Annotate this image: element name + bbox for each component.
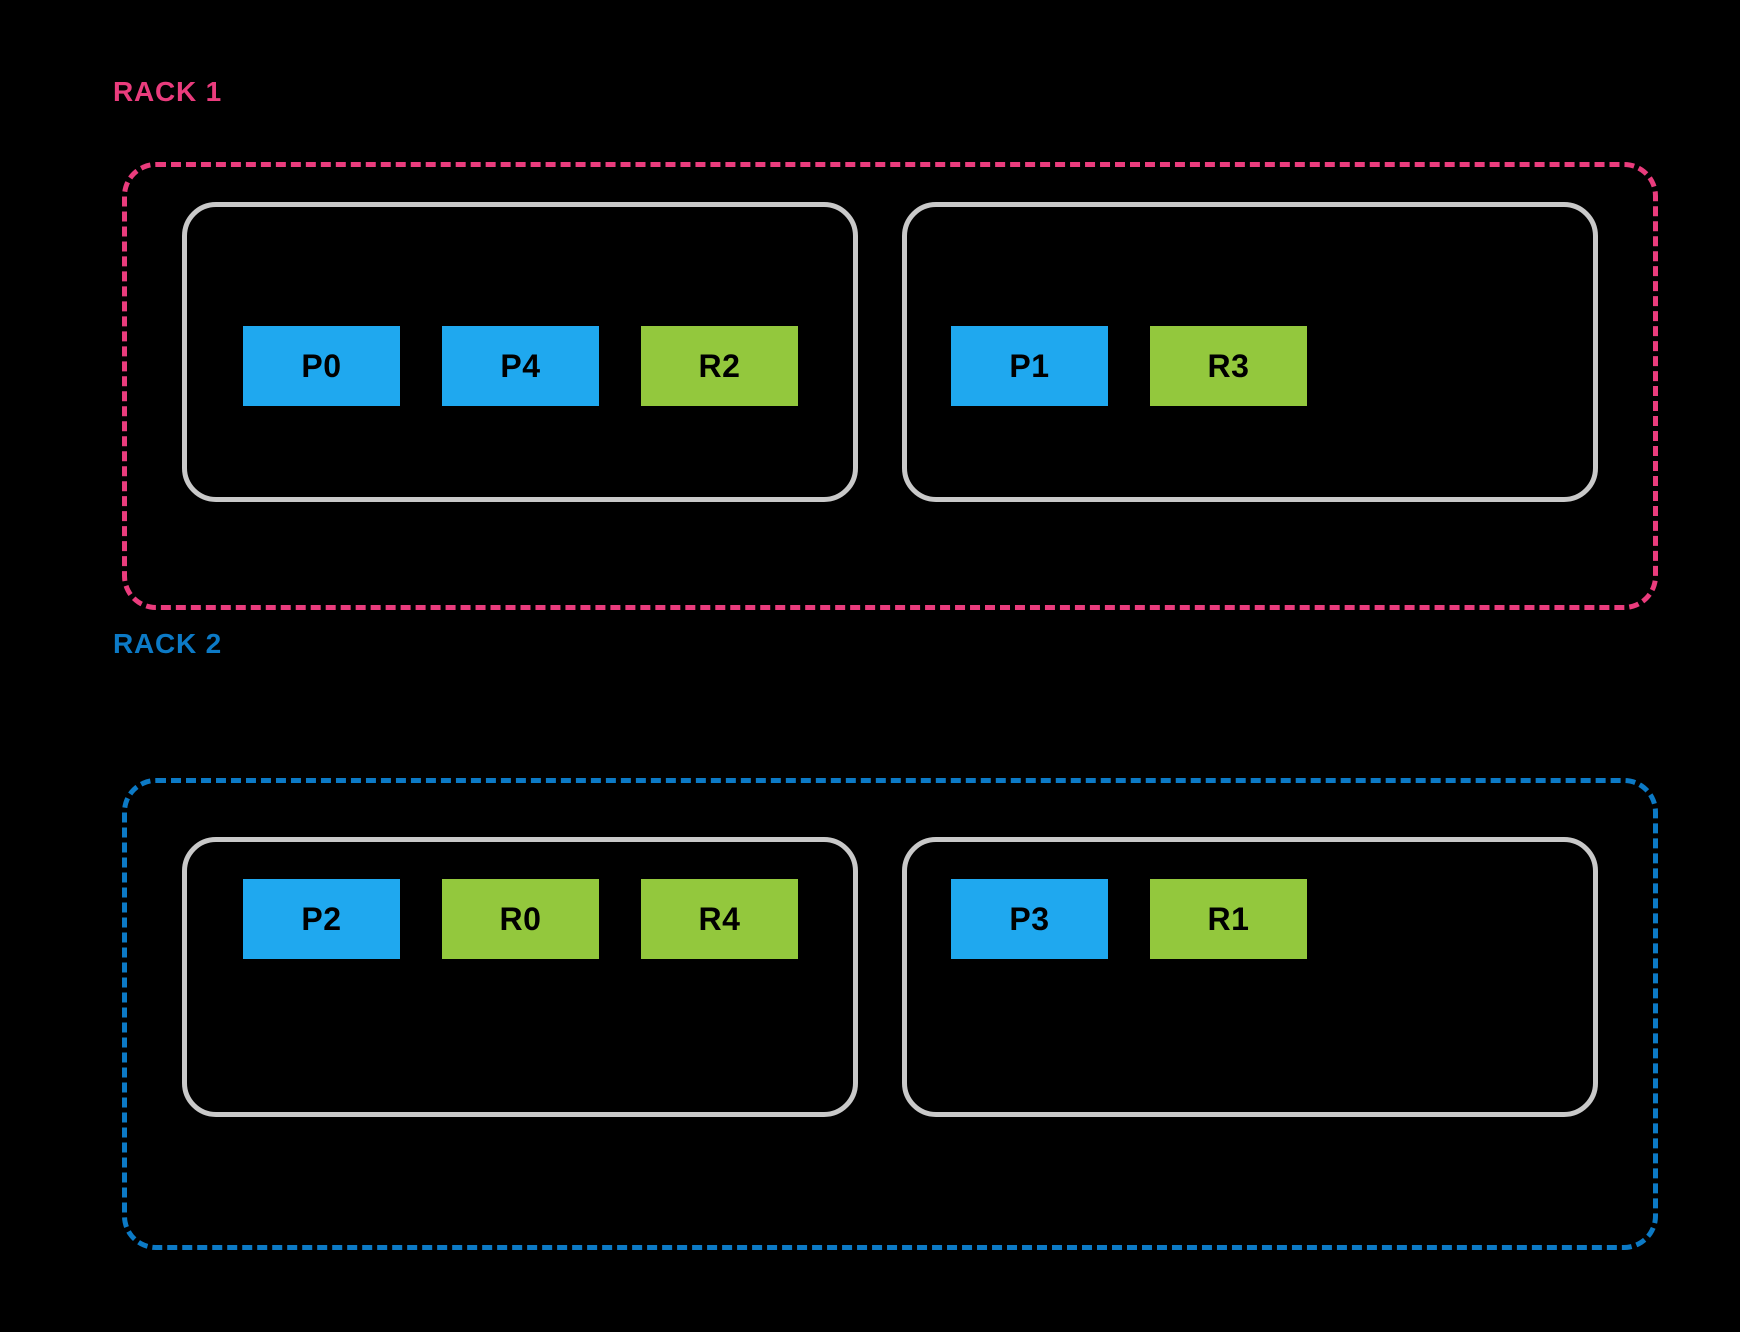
rack-label-2: RACK 2	[113, 628, 223, 659]
replica-chip-r3[interactable]: R3	[1150, 326, 1307, 406]
partition-chip-p2[interactable]: P2	[243, 879, 400, 959]
node-1-1-chip-row: P0 P4 R2	[243, 326, 798, 406]
rack-label-1: RACK 1	[113, 76, 223, 107]
replica-chip-r1[interactable]: R1	[1150, 879, 1307, 959]
partition-chip-p0[interactable]: P0	[243, 326, 400, 406]
partition-chip-p1[interactable]: P1	[951, 326, 1108, 406]
node-2-1[interactable]	[182, 837, 858, 1117]
partition-chip-p4[interactable]: P4	[442, 326, 599, 406]
node-1-2-chip-row: P1 R3	[951, 326, 1307, 406]
node-2-1-chip-row: P2 R0 R4	[243, 879, 798, 959]
rack-boundary-2	[122, 778, 1658, 1250]
replica-chip-r4[interactable]: R4	[641, 879, 798, 959]
rack-boundary-1	[122, 162, 1658, 610]
node-1-1[interactable]	[182, 202, 858, 502]
node-2-2[interactable]	[902, 837, 1598, 1117]
partition-chip-p3[interactable]: P3	[951, 879, 1108, 959]
node-1-2[interactable]	[902, 202, 1598, 502]
node-2-2-chip-row: P3 R1	[951, 879, 1307, 959]
replica-chip-r0[interactable]: R0	[442, 879, 599, 959]
replica-chip-r2[interactable]: R2	[641, 326, 798, 406]
